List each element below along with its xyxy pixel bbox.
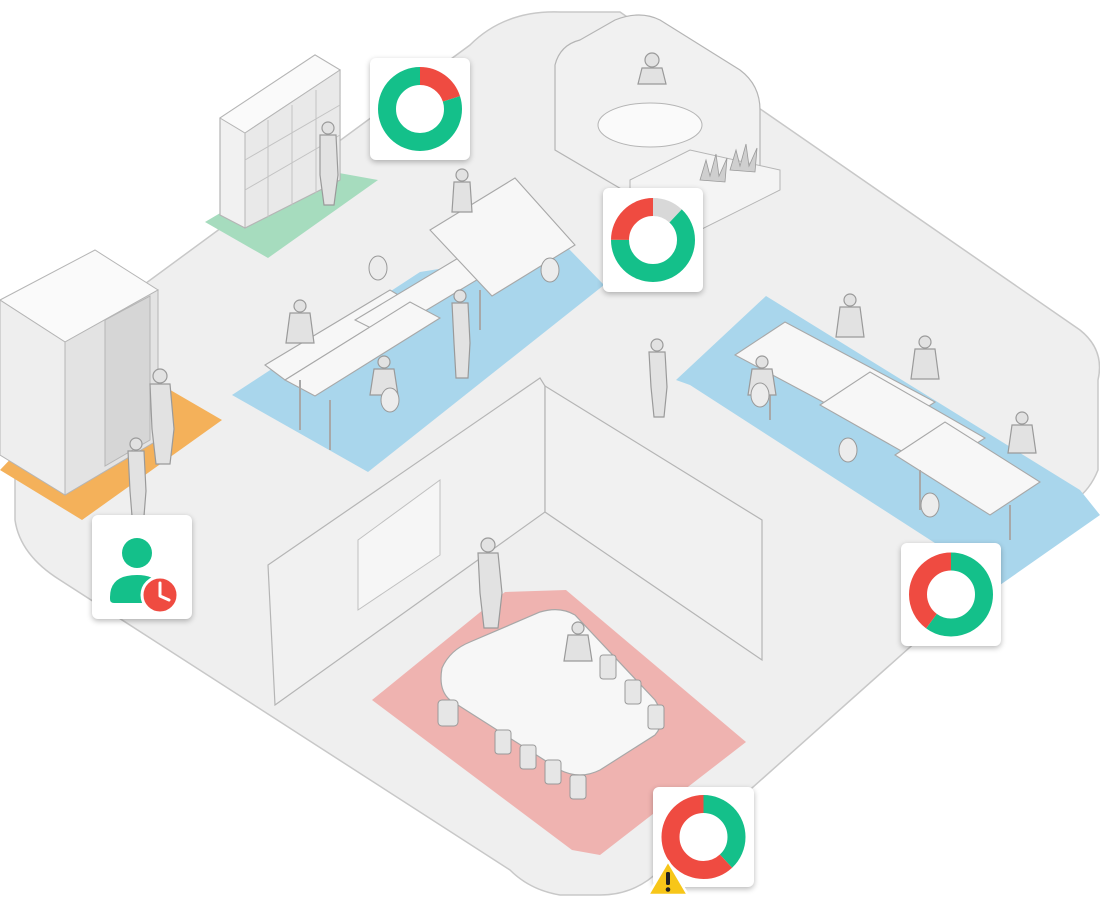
person-east-3 xyxy=(747,355,777,396)
donut-segment-available xyxy=(611,198,695,282)
occupancy-card-desks-north[interactable] xyxy=(603,188,703,292)
person-meeting-seated xyxy=(563,621,593,662)
locker-cabinet xyxy=(219,54,341,229)
person-booth-2 xyxy=(127,437,147,517)
user-clock-icon xyxy=(110,538,180,615)
person-presenter xyxy=(477,537,503,629)
occupancy-donut-icon xyxy=(378,67,462,151)
status-card-phone-booth[interactable] xyxy=(92,515,192,619)
person-north-standing xyxy=(451,168,473,213)
person-east-2 xyxy=(910,335,940,380)
occupancy-card-meeting-room[interactable] xyxy=(653,787,754,887)
donut-segment-occupied xyxy=(909,552,993,637)
occupancy-donut-icon xyxy=(909,552,993,637)
person-north-seated xyxy=(285,299,315,344)
desk-cluster-north xyxy=(264,177,576,450)
occupancy-donut-icon xyxy=(611,198,695,282)
meeting-room-walls xyxy=(267,377,763,707)
conference-table xyxy=(437,609,665,800)
person-east-4 xyxy=(1007,411,1037,454)
donut-segment-available xyxy=(378,67,462,151)
person-lounge xyxy=(637,52,667,85)
lounge-booth xyxy=(554,14,781,236)
people xyxy=(127,52,1037,662)
person-north-walking xyxy=(451,289,471,379)
warning-icon xyxy=(646,859,690,897)
chairs xyxy=(368,255,940,518)
desk-cluster-east xyxy=(733,321,1042,540)
donut-segment-occupied xyxy=(611,198,695,282)
zone-desks-north xyxy=(232,248,604,472)
person-booth xyxy=(149,368,175,465)
occupancy-card-desks-east[interactable] xyxy=(901,543,1001,646)
donut-segment-occupied xyxy=(661,795,746,879)
person-at-lockers xyxy=(319,121,339,206)
person-east-1 xyxy=(835,293,865,338)
occupancy-donut-icon xyxy=(661,795,746,879)
occupancy-card-lockers[interactable] xyxy=(370,58,470,160)
person-aisle xyxy=(648,338,668,418)
